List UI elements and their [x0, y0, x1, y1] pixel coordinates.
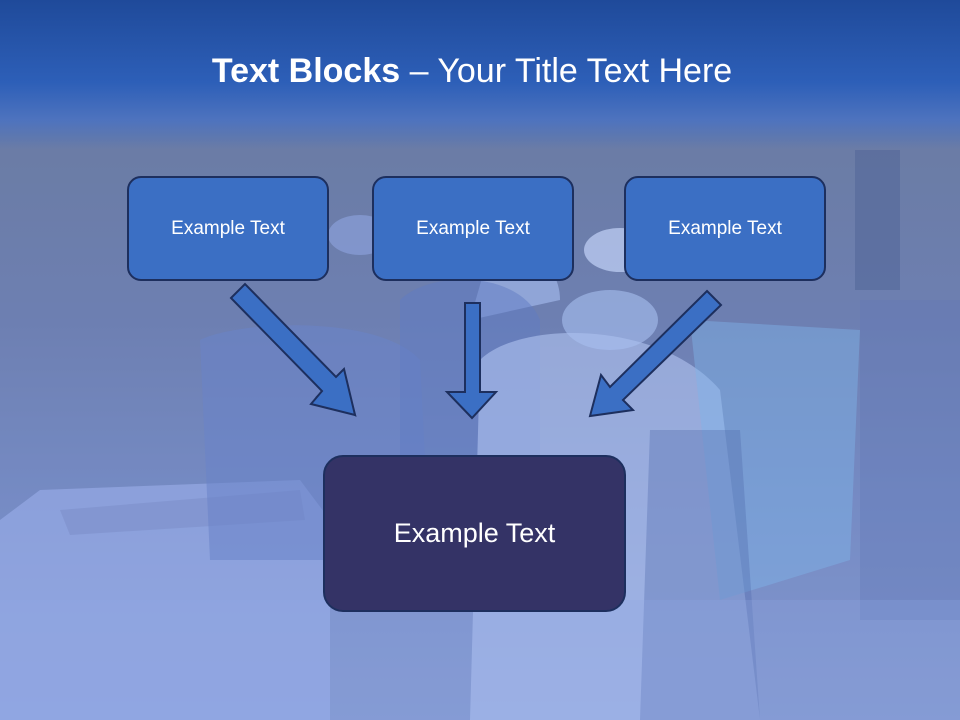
arrow-2 — [444, 302, 499, 420]
arrow-1-shaft — [229, 282, 357, 417]
main-text-block: Example Text — [323, 455, 626, 612]
text-block-2: Example Text — [372, 176, 574, 281]
slide-title: Text Blocks – Your Title Text Here — [0, 52, 944, 91]
text-block-1: Example Text — [127, 176, 329, 281]
title-bold: Text Blocks — [211, 52, 401, 90]
title-rest: – Your Title Text Here — [400, 52, 733, 90]
title-bar — [0, 0, 960, 150]
text-block-3: Example Text — [624, 176, 826, 281]
arrow-3 — [588, 289, 723, 418]
